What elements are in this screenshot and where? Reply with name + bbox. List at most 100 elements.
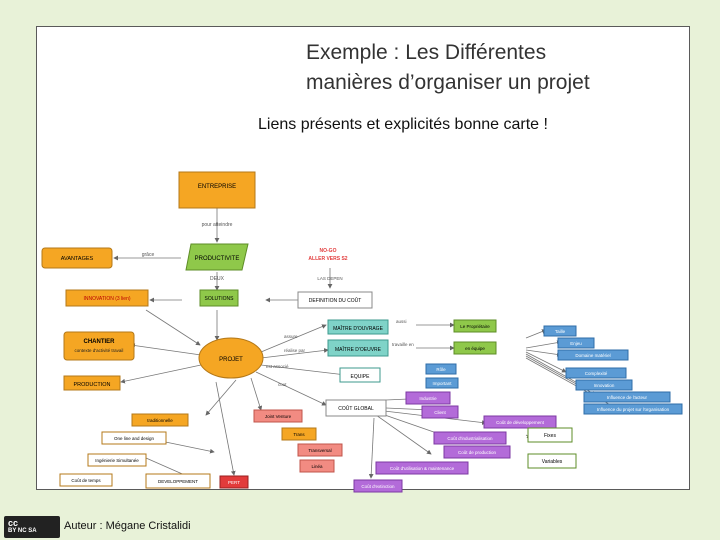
node-industrie [405,391,451,405]
node-cout-util-label: Coût d'utilisation & maintenance [390,466,455,471]
link-las: LAS DEPEN [317,276,342,281]
node-en-equipe [453,341,497,355]
node-role [425,363,457,375]
node-important [425,377,459,389]
node-projet-label: PROJET [219,357,243,363]
link-cout: cout [278,382,287,387]
link-assure: assure [284,334,298,339]
node-transversal-label: Transversal [308,448,331,453]
node-client [421,405,459,419]
node-productivite [185,243,249,271]
node-pert-label: PERT [228,480,240,485]
author-credit: Auteur : Mégane Cristalidi [64,520,191,532]
node-cout-util [375,461,469,475]
node-traditionnelle-label: traditionnelle [147,418,173,423]
node-one-line-label: One line and design [114,436,155,441]
node-industrie-label: Industrie [419,396,437,401]
node-innovation-right [575,379,633,391]
node-chantier-sub: contexte d'activité travail [75,348,124,353]
node-ingenierie [87,453,147,467]
node-cout-global-label: COÛT GLOBAL [338,405,374,412]
node-cout-destruction [353,479,403,493]
title-line-1: Exemple : Les Différentes [306,41,547,64]
node-joint-venture-label: Joint Venture [265,414,292,419]
node-cout-prod-label: Coût de production [458,450,497,455]
node-innovation [65,289,149,307]
link-realise: réalise par [284,348,306,353]
link-deux: DEUX [210,276,225,282]
node-influence-projet-label: Influence du projet sur l'organisation [597,407,670,412]
node-developpement-label: DEVELOPPEMENT [158,479,198,484]
cc-icon: cc [8,518,19,528]
node-no-go: NO-GO [320,248,337,254]
node-domaine [557,349,629,361]
link-travaille: travaille en [392,342,414,347]
node-cout-indus-label: Coût d'industrialisation [447,436,493,441]
node-projet [198,337,264,379]
node-influence-projet [583,403,683,415]
node-en-equipe-label: en équipe [465,346,485,351]
slide-title: Exemple : Les Différentes manières d’org… [306,38,686,98]
node-one-line [101,431,167,445]
node-complexite-label: Complexité [585,371,608,376]
node-influence-label: Influence de l'acteur [607,395,648,400]
node-entreprise-label: ENTREPRISE [198,184,236,190]
node-avantages-label: AVANTAGES [61,256,94,262]
node-cout-destruction-label: Coût d'extinction [361,484,395,489]
node-innovation-right-label: Innovation [594,383,615,388]
node-variables [527,453,577,469]
node-maitre-ouvrage-label: MAÎTRE D'OUVRAGE [333,325,384,332]
node-equipe-label: EQUIPE [351,374,371,380]
title-line-2: manières d’organiser un projet [306,71,590,94]
node-cout-temps [59,473,113,487]
node-definition-label: DEFINITION DU COÛT [309,297,362,304]
node-cout-dev [483,415,557,429]
creative-commons-badge: cc BY NC SA [4,516,60,538]
node-joint-venture [253,409,303,423]
node-transversal [297,443,343,457]
node-taille-label: Taille [555,329,566,334]
node-complexite [565,367,627,379]
node-production [63,375,121,391]
node-solutions [199,289,239,307]
node-avantages [41,247,113,269]
node-maitre-oeuvre [327,339,389,357]
node-proprietaire [453,319,497,333]
node-cout-indus [433,431,507,445]
node-traditionnelle [131,413,189,427]
node-linea-label: Linéa [311,464,323,469]
node-maitre-ouvrage [327,319,389,335]
slide-subtitle: Liens présents et explicités bonne carte… [258,116,548,133]
node-entreprise [178,171,256,209]
node-variables-label: Variables [542,459,563,465]
node-domaine-label: Domaine matériel [575,353,610,358]
node-enjeu [557,337,595,349]
link-pour: pour atteindre [202,222,233,228]
node-enjeu-label: Enjeu [570,341,582,346]
node-maitre-oeuvre-label: MAÎTRE D'OEUVRE [335,346,382,353]
node-influence [583,391,671,403]
node-equipe [339,367,381,383]
node-developpement [145,473,211,489]
node-innovation-label: INNOVATION (3 lien) [83,296,130,302]
node-definition [297,291,373,309]
node-taille [543,325,577,337]
node-client-label: Client [434,410,446,415]
node-productivite-label: PRODUCTIVITE [195,256,240,262]
node-production-label: PRODUCTION [74,382,111,388]
node-pert [219,475,249,489]
link-aussi: aussi [396,319,407,324]
node-cout-prod [443,445,511,459]
node-role-label: Rôle [436,367,446,372]
node-chantier-label: CHANTIER [84,339,116,345]
node-linea [299,459,335,473]
node-cout-global [325,399,387,417]
node-solutions-label: SOLUTIONS [205,296,235,302]
concept-map: ENTREPRISE pour atteindre PRODUCTIVITE A… [41,171,683,493]
node-ingenierie-label: Ingénierie Simultanée [95,458,139,463]
node-proprietaire-label: Le Propriétaire [460,324,490,329]
node-important-label: Important [432,381,452,386]
node-trans-label: Trans [293,432,305,437]
link-associe: est associé [266,364,289,369]
node-allers-vers: ALLER VERS S2 [308,256,347,262]
